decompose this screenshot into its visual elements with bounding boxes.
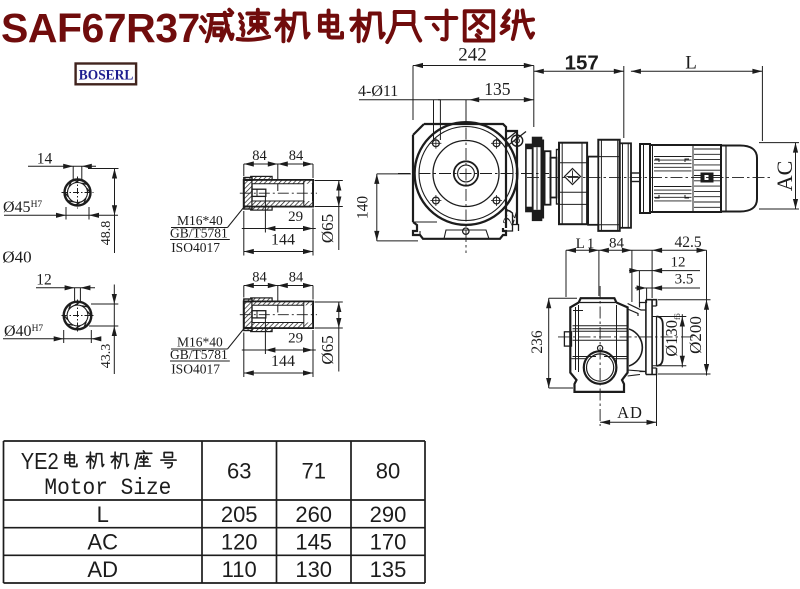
svg-text:84: 84 bbox=[289, 148, 304, 164]
svg-text:Ø65: Ø65 bbox=[318, 335, 337, 364]
svg-text:84: 84 bbox=[289, 270, 304, 286]
svg-text:Ø45H7: Ø45H7 bbox=[3, 199, 42, 216]
svg-text:SAF67R37: SAF67R37 bbox=[1, 5, 200, 51]
svg-text:130: 130 bbox=[295, 557, 332, 582]
svg-text:157: 157 bbox=[565, 52, 599, 75]
svg-text:236: 236 bbox=[529, 330, 546, 354]
svg-text:84: 84 bbox=[252, 148, 267, 164]
svg-text:12: 12 bbox=[671, 255, 686, 271]
svg-text:63: 63 bbox=[227, 459, 251, 484]
svg-text:BOSERL: BOSERL bbox=[79, 68, 134, 84]
svg-text:Ø130f6: Ø130f6 bbox=[662, 313, 682, 356]
svg-text:140: 140 bbox=[355, 196, 372, 220]
svg-text:290: 290 bbox=[370, 502, 407, 527]
svg-text:170: 170 bbox=[370, 530, 407, 555]
svg-text:M16*40: M16*40 bbox=[177, 335, 223, 350]
svg-text:Ø40: Ø40 bbox=[2, 248, 31, 267]
svg-text:145: 145 bbox=[295, 530, 332, 555]
svg-text:AD: AD bbox=[617, 403, 643, 422]
svg-text:Ø200: Ø200 bbox=[686, 316, 705, 354]
svg-text:144: 144 bbox=[271, 232, 295, 249]
svg-text:120: 120 bbox=[221, 530, 258, 555]
svg-text:110: 110 bbox=[222, 557, 257, 582]
svg-text:AC: AC bbox=[87, 530, 118, 555]
svg-text:14: 14 bbox=[37, 151, 53, 168]
svg-text:29: 29 bbox=[288, 331, 303, 347]
svg-text:ISO4017: ISO4017 bbox=[171, 362, 220, 377]
svg-text:22: 22 bbox=[500, 208, 521, 228]
svg-text:205: 205 bbox=[221, 502, 258, 527]
svg-text:Motor Size: Motor Size bbox=[44, 475, 171, 501]
svg-text:135: 135 bbox=[484, 79, 511, 99]
svg-text:29: 29 bbox=[288, 209, 303, 225]
svg-text:144: 144 bbox=[271, 353, 295, 370]
svg-text:GB/T5781: GB/T5781 bbox=[170, 347, 228, 362]
svg-text:260: 260 bbox=[295, 502, 332, 527]
svg-text:3.5: 3.5 bbox=[675, 272, 694, 288]
svg-text:ISO4017: ISO4017 bbox=[171, 240, 220, 255]
svg-text:12: 12 bbox=[36, 272, 52, 289]
svg-text:YE2: YE2 bbox=[21, 448, 59, 474]
svg-text:Ø40H7: Ø40H7 bbox=[4, 323, 43, 340]
svg-text:M16*40: M16*40 bbox=[177, 213, 223, 228]
svg-text:43.3: 43.3 bbox=[99, 344, 114, 369]
svg-text:84: 84 bbox=[609, 236, 625, 252]
svg-text:AD: AD bbox=[87, 557, 118, 582]
svg-text:135: 135 bbox=[370, 557, 407, 582]
svg-text:48.8: 48.8 bbox=[99, 221, 114, 246]
svg-text:80: 80 bbox=[376, 459, 400, 484]
svg-text:71: 71 bbox=[301, 459, 325, 484]
svg-text:4-Ø11: 4-Ø11 bbox=[358, 83, 398, 100]
svg-text:42.5: 42.5 bbox=[674, 234, 701, 251]
svg-text:Ø65: Ø65 bbox=[318, 214, 337, 243]
svg-text:242: 242 bbox=[458, 45, 487, 66]
svg-text:GB/T5781: GB/T5781 bbox=[170, 226, 228, 241]
svg-text:L: L bbox=[97, 502, 109, 527]
svg-text:L: L bbox=[685, 53, 697, 74]
svg-text:AC: AC bbox=[772, 161, 797, 192]
svg-text:84: 84 bbox=[252, 270, 267, 286]
